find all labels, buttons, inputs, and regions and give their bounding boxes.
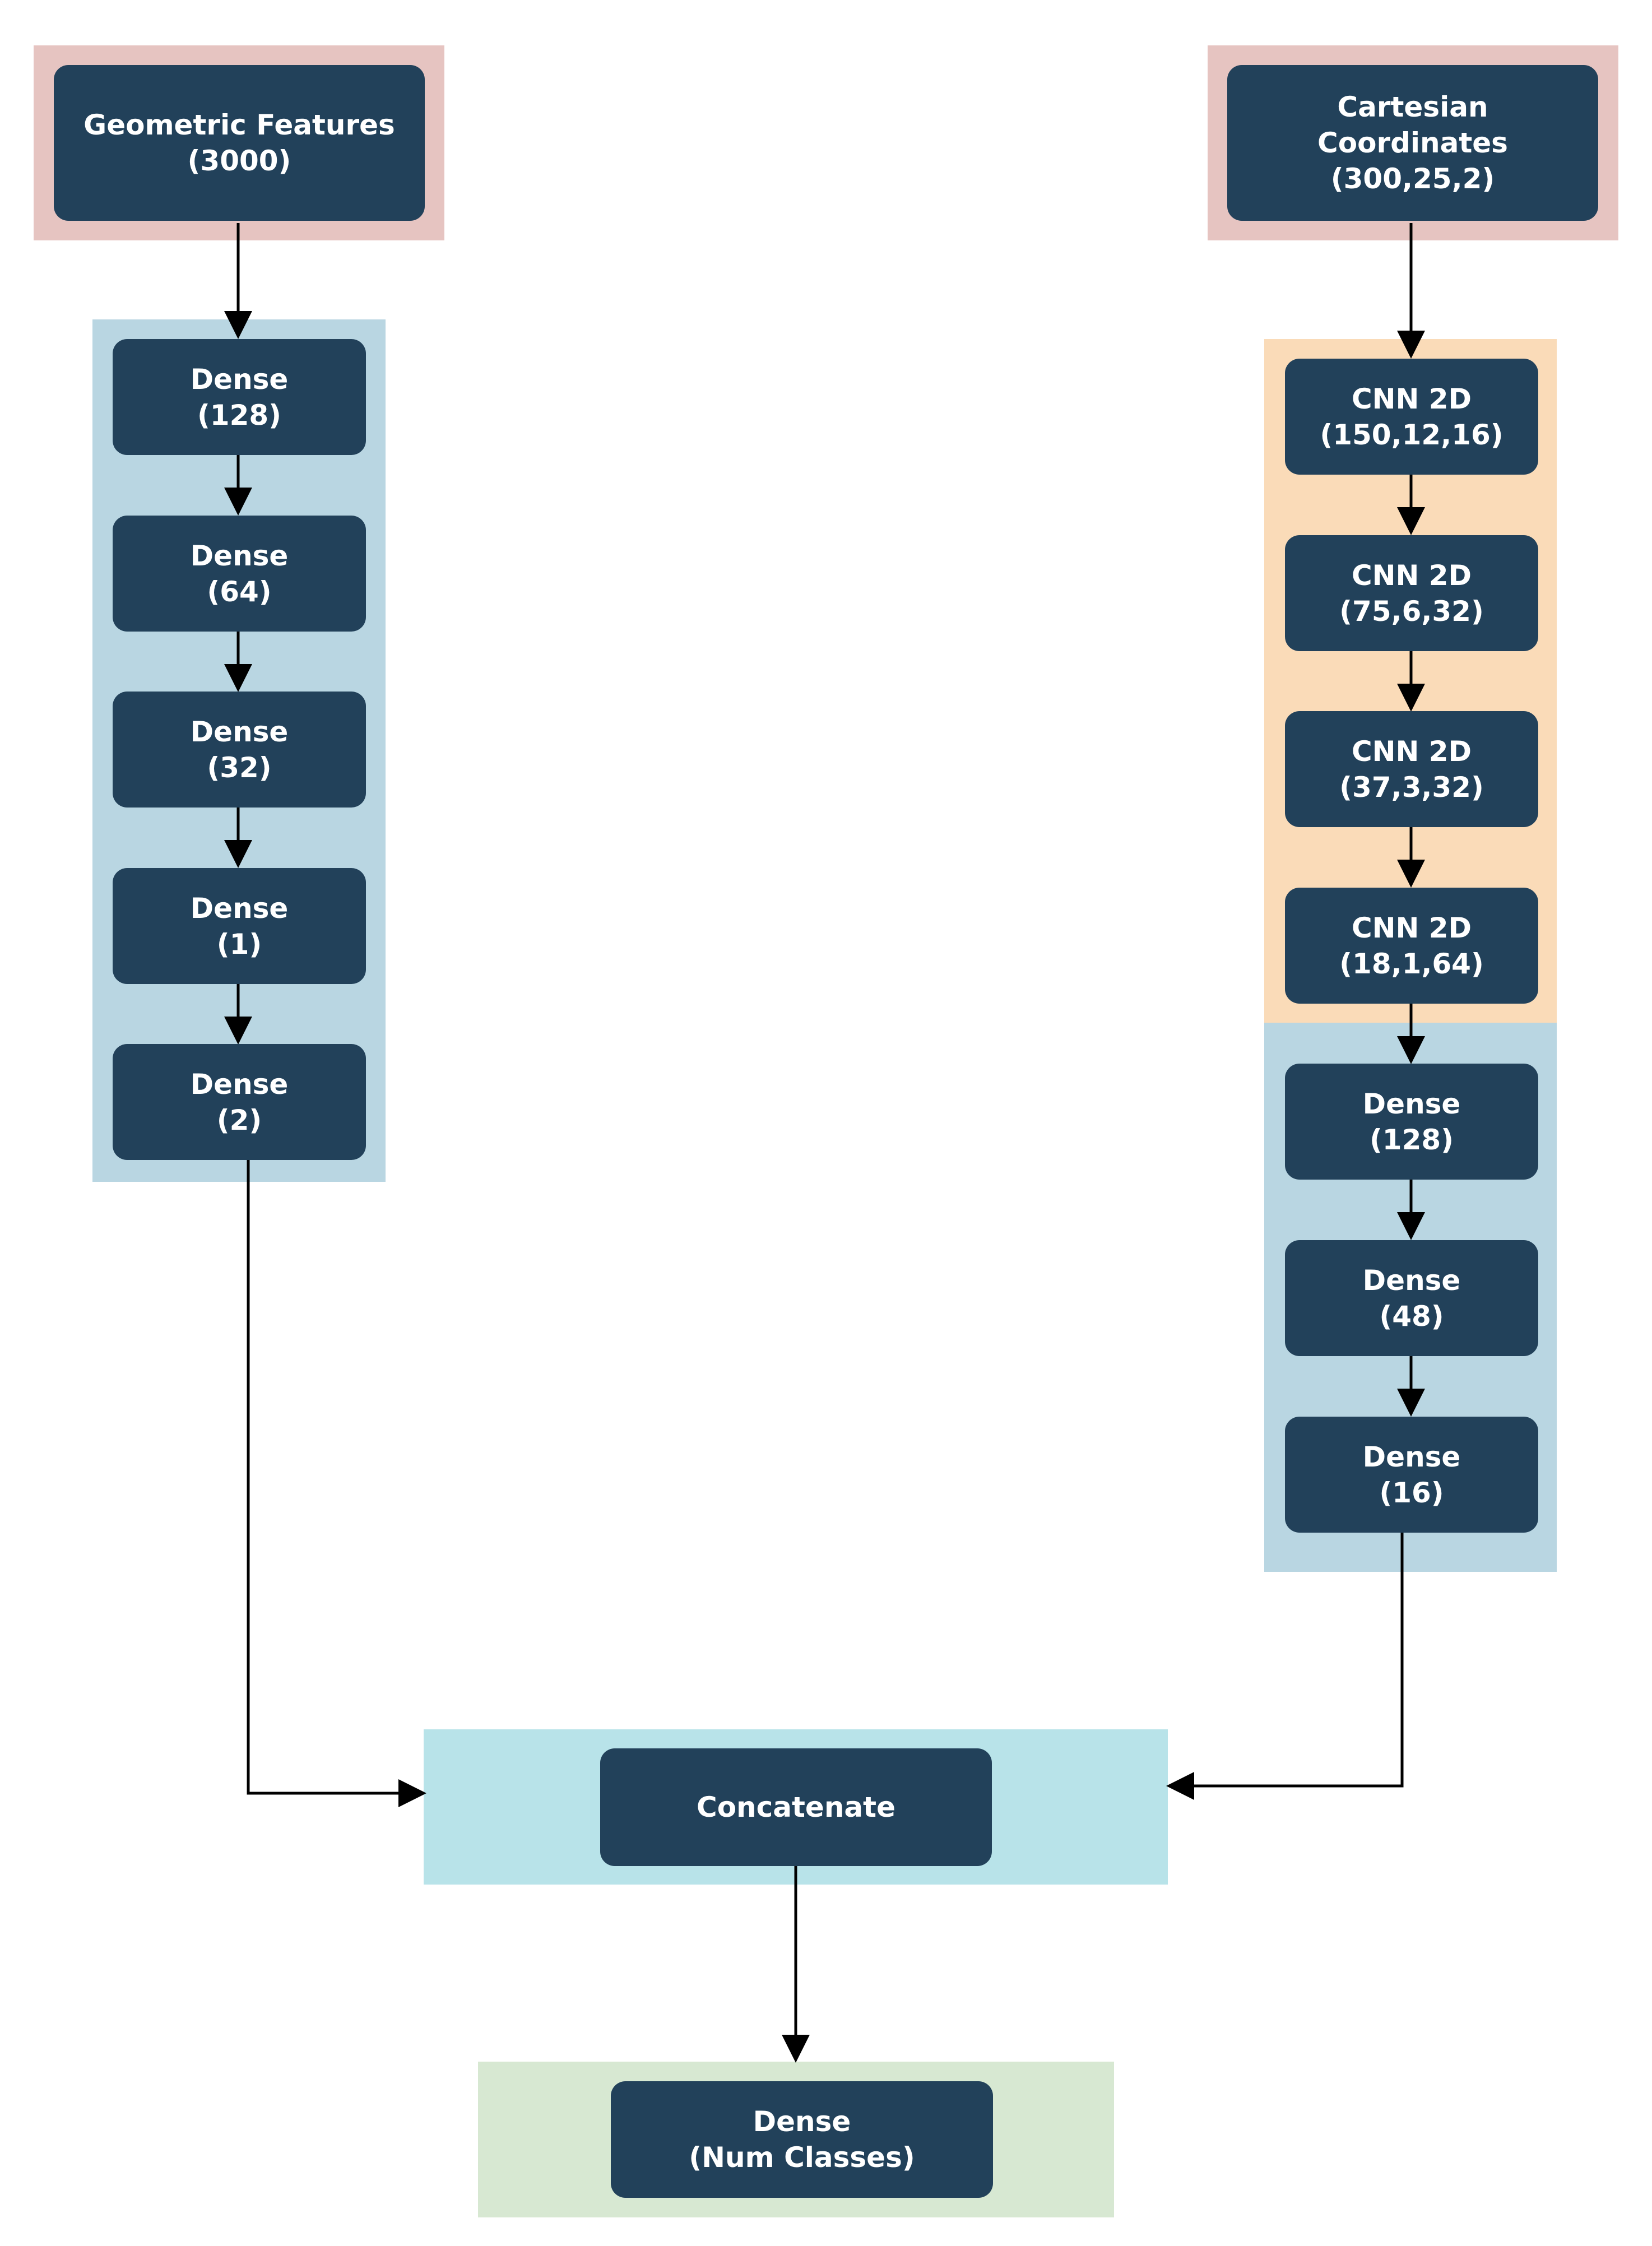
geometric-features-input: Geometric Features (3000) — [54, 65, 425, 221]
left-dense-128: Dense (128) — [113, 339, 366, 455]
left-dense-64: Dense (64) — [113, 516, 366, 632]
cnn-2d-150-12-16: CNN 2D (150,12,16) — [1285, 359, 1538, 475]
left-dense-2: Dense (2) — [113, 1044, 366, 1160]
cnn-2d-18-1-64: CNN 2D (18,1,64) — [1285, 888, 1538, 1004]
right-dense-48: Dense (48) — [1285, 1240, 1538, 1356]
right-dense-16: Dense (16) — [1285, 1417, 1538, 1533]
concatenate-node: Concatenate — [600, 1748, 992, 1866]
left-dense-1: Dense (1) — [113, 868, 366, 984]
arrow-right-to-concatenate — [1166, 1533, 1404, 1800]
cnn-2d-37-3-32: CNN 2D (37,3,32) — [1285, 711, 1538, 827]
cartesian-coordinates-input: Cartesian Coordinates (300,25,2) — [1227, 65, 1598, 221]
arrow-left-to-concatenate — [247, 1160, 426, 1807]
cnn-2d-75-6-32: CNN 2D (75,6,32) — [1285, 535, 1538, 651]
output-dense-num-classes: Dense (Num Classes) — [611, 2081, 993, 2198]
right-dense-128: Dense (128) — [1285, 1064, 1538, 1180]
left-dense-32: Dense (32) — [113, 692, 366, 808]
